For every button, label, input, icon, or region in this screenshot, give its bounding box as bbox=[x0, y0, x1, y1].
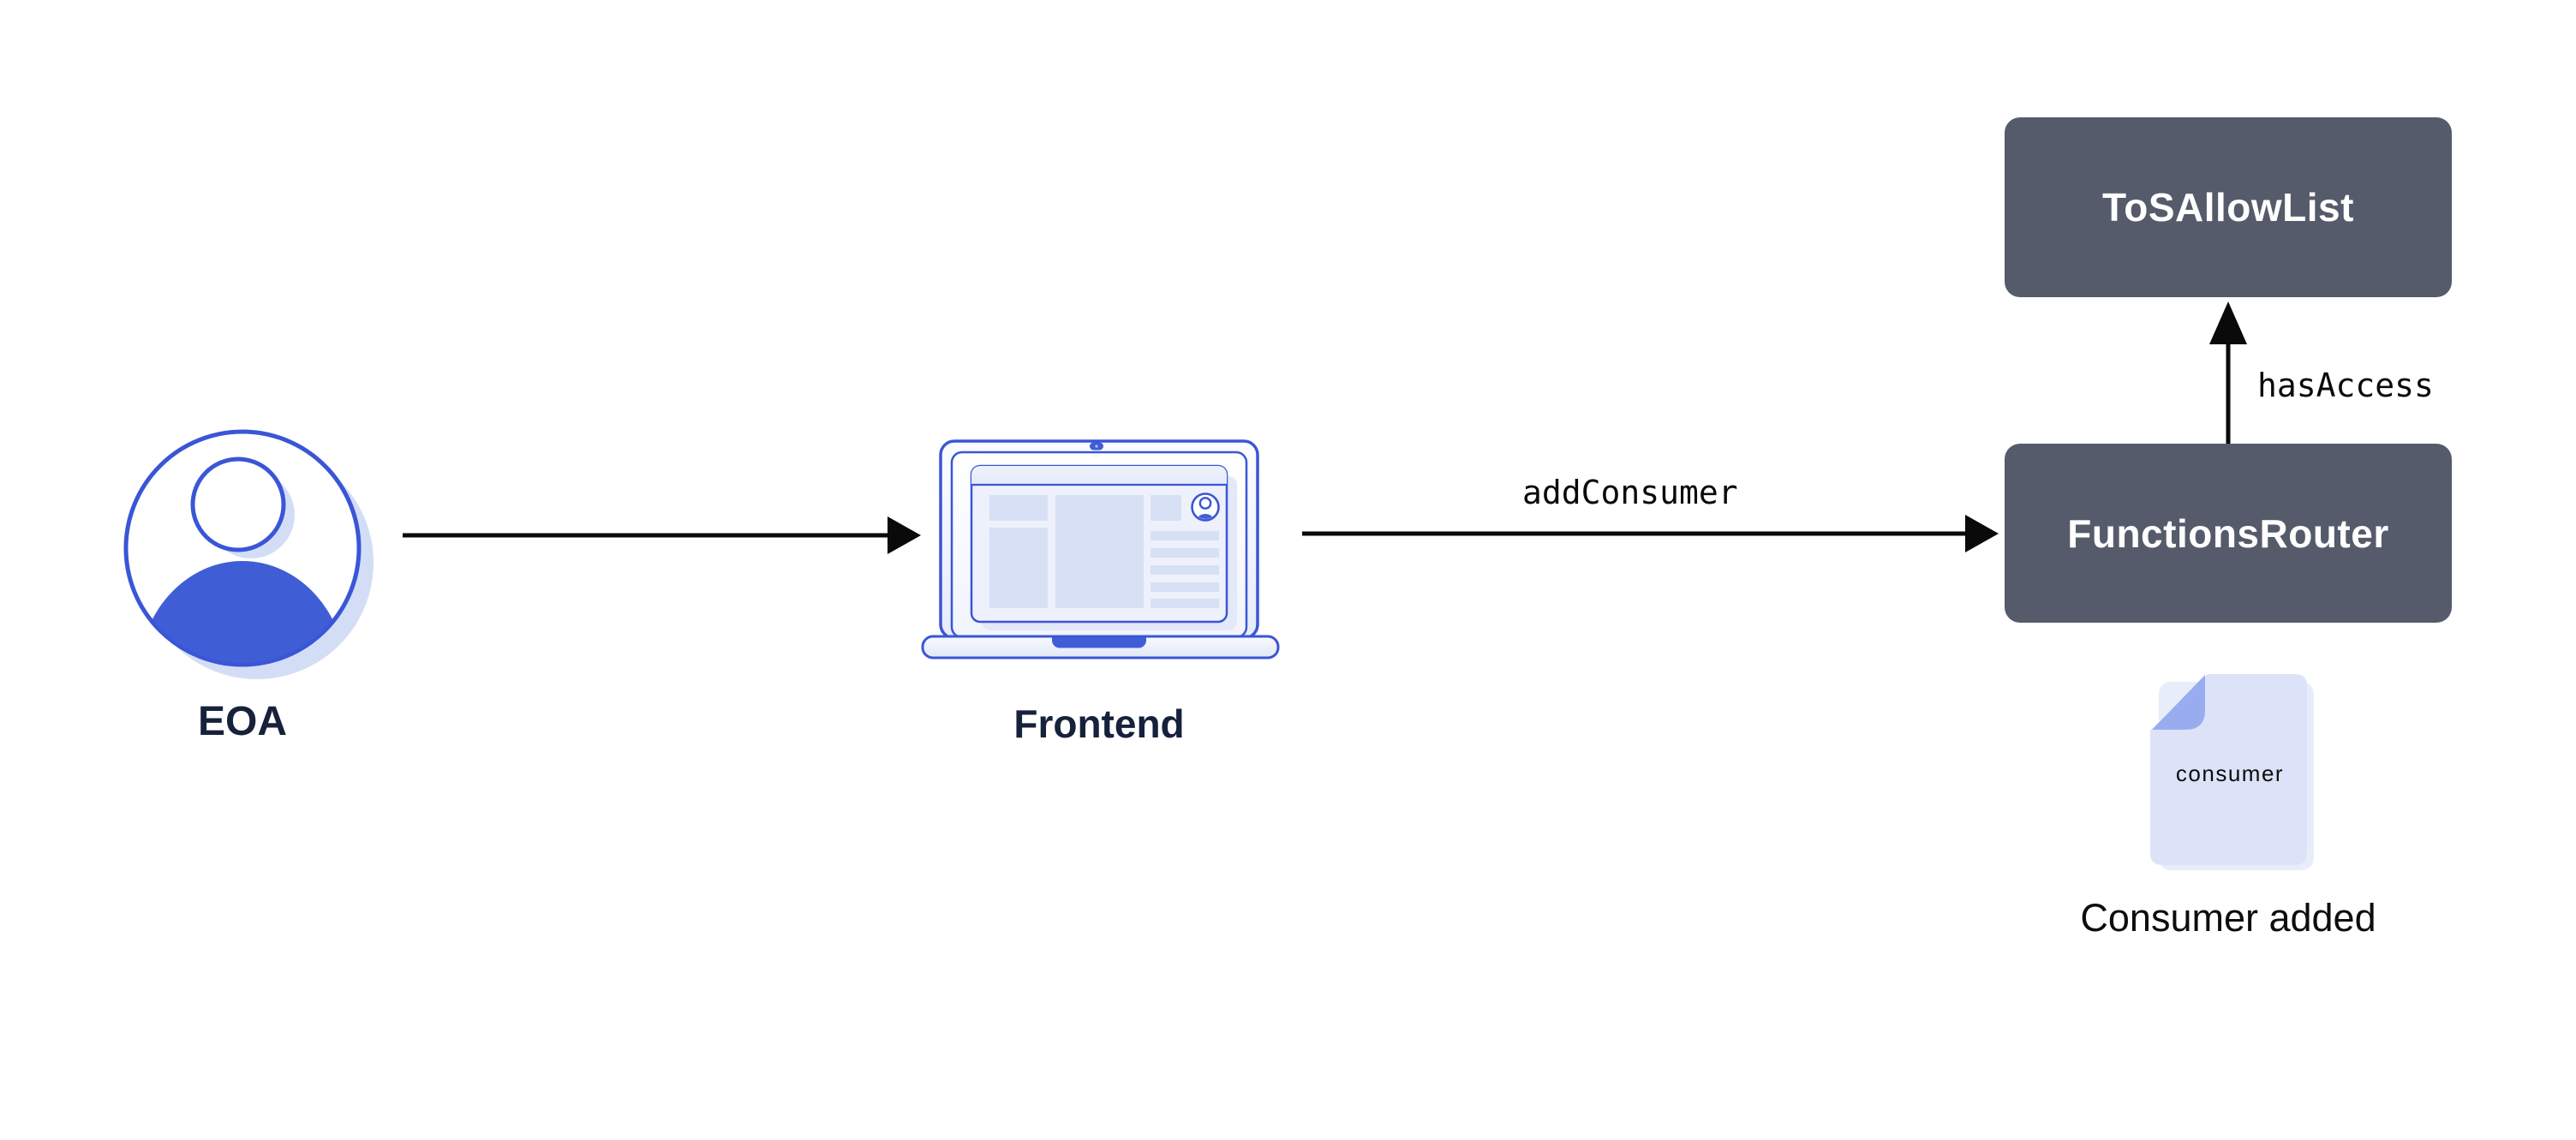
arrow-functionsrouter-to-tosallowlist bbox=[2209, 301, 2247, 444]
consumer-added-caption: Consumer added bbox=[2080, 896, 2376, 940]
node-tosallowlist-label: ToSAllowList bbox=[2102, 185, 2354, 230]
node-functionsrouter: FunctionsRouter bbox=[2005, 444, 2452, 623]
arrowhead-right-icon bbox=[1965, 515, 1999, 552]
person-avatar-icon bbox=[123, 429, 374, 679]
browser-user-avatar-icon bbox=[1191, 492, 1220, 522]
document-fold-corner bbox=[2152, 675, 2205, 730]
document-icon bbox=[2150, 674, 2314, 870]
laptop-browser-icon bbox=[921, 439, 1280, 660]
edge-hasaccess-label: hasAccess bbox=[2257, 367, 2434, 404]
arrowhead-right-icon bbox=[888, 516, 921, 554]
browser-main-content-block bbox=[1055, 495, 1144, 608]
edge-addconsumer-label: addConsumer bbox=[1522, 474, 1738, 511]
arrowhead-up-icon bbox=[2209, 301, 2247, 344]
avatar-body bbox=[138, 561, 347, 663]
laptop-webcam-dot bbox=[1095, 445, 1098, 448]
laptop-base-notch bbox=[1052, 637, 1146, 648]
node-frontend-label: Frontend bbox=[1013, 701, 1185, 746]
browser-sidebar-block-top bbox=[989, 495, 1048, 521]
arrow-eoa-to-frontend bbox=[403, 516, 921, 554]
node-eoa-label: EOA bbox=[197, 699, 288, 744]
arrow-frontend-to-functionsrouter bbox=[1302, 515, 1999, 552]
browser-topbar bbox=[971, 466, 1227, 484]
browser-sidebar-block-bottom bbox=[989, 528, 1048, 608]
browser-text-rows bbox=[1151, 531, 1219, 608]
avatar-head bbox=[190, 457, 286, 552]
browser-right-block bbox=[1151, 495, 1181, 521]
node-tosallowlist: ToSAllowList bbox=[2005, 117, 2452, 297]
document-consumer-label: consumer bbox=[2175, 761, 2285, 786]
node-functionsrouter-label: FunctionsRouter bbox=[2067, 510, 2389, 556]
